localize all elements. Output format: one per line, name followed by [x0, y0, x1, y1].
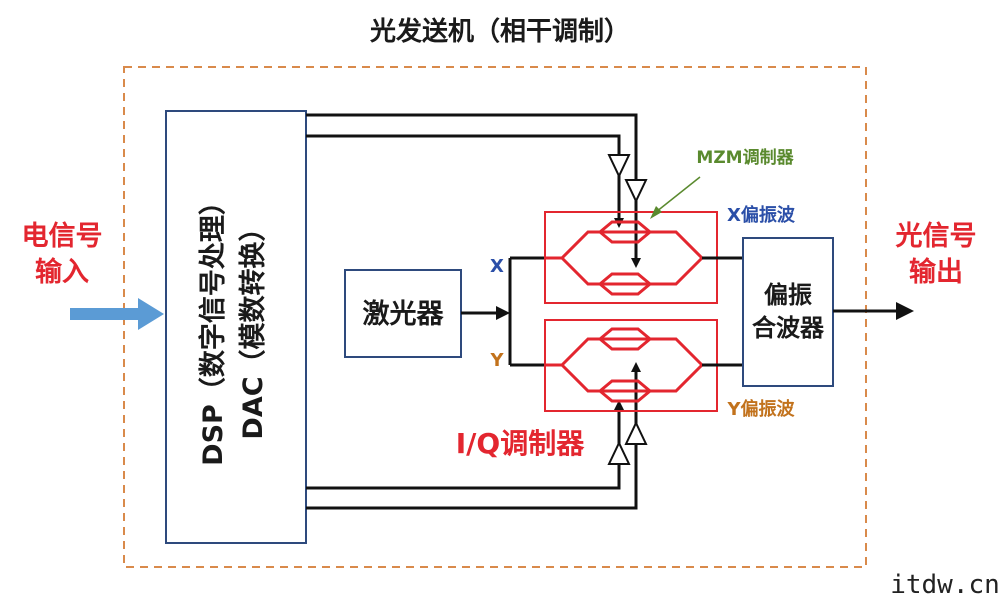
- laser-splitter-lines: [461, 256, 545, 367]
- iq-modulator-label: I/Q调制器: [456, 427, 585, 460]
- input-label-line1: 电信号: [22, 221, 103, 252]
- arrowhead-bottom-2: [631, 362, 641, 372]
- input-arrow: [70, 298, 164, 330]
- dsp-label: DSP（数字信号处理）: [197, 188, 229, 466]
- y-mzm-waveguide: [545, 327, 704, 403]
- driver-icon-bottom-2: [624, 420, 648, 445]
- y-pol-label: Y偏振波: [726, 398, 795, 420]
- diagram-title: 光发送机（相干调制）: [369, 16, 630, 47]
- driver-icon-top-1: [607, 154, 631, 179]
- x-branch-label: X: [490, 256, 504, 277]
- dac-label: DAC（模数转换）: [238, 214, 269, 439]
- dsp-dac-block: [165, 110, 307, 544]
- laser-block: [344, 269, 462, 358]
- laser-arrowhead: [496, 306, 510, 320]
- output-arrowhead: [896, 302, 914, 320]
- x-modulator-box: [544, 211, 718, 304]
- bottom-control-lines: [306, 372, 638, 510]
- output-label-line1: 光信号: [895, 221, 977, 252]
- watermark: itdw.cn: [890, 570, 1000, 598]
- mzm-label: MZM调制器: [696, 147, 794, 168]
- pol-combiner-label-line2: 合波器: [752, 314, 825, 342]
- mzm-pointer-arrowhead: [650, 206, 662, 219]
- arrowhead-bottom-1: [614, 400, 624, 410]
- mzm-pointer-line: [655, 176, 701, 213]
- laser-label: 激光器: [363, 298, 445, 330]
- x-mzm-waveguide: [545, 220, 704, 296]
- input-label-line2: 输入: [35, 256, 89, 288]
- y-modulator-box: [544, 319, 718, 412]
- pol-combiner-block: [742, 237, 834, 387]
- pol-combiner-label-line1: 偏振: [764, 281, 812, 309]
- driver-icon-top-2: [624, 179, 648, 204]
- arrowhead-top-2: [631, 258, 641, 268]
- driver-icon-bottom-1: [607, 440, 631, 465]
- output-label-line2: 输出: [909, 256, 963, 288]
- x-pol-label: X偏振波: [727, 204, 796, 226]
- top-control-lines: [306, 113, 638, 258]
- y-branch-label: Y: [489, 350, 504, 371]
